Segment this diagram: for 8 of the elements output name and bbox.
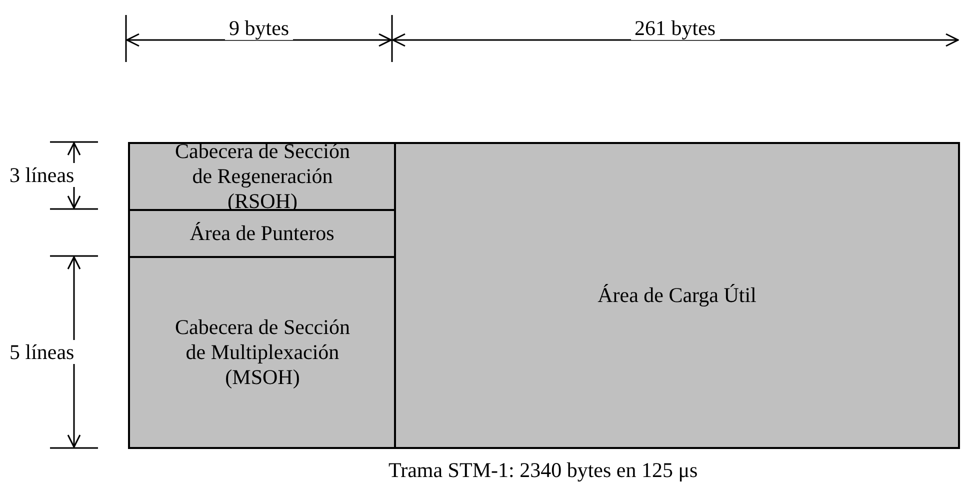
payload-area (394, 142, 960, 449)
frame-section (128, 209, 396, 258)
section-label: Cabecera de Sección de Regeneración (RSOH) (174, 139, 351, 214)
frame-section (128, 256, 396, 449)
section-label: Área de Punteros (190, 221, 334, 246)
section-label: Cabecera de Sección de Multiplexación (MSOH) (174, 315, 351, 390)
section-label: Área de Carga Útil (598, 283, 756, 308)
frame-section (128, 142, 396, 211)
